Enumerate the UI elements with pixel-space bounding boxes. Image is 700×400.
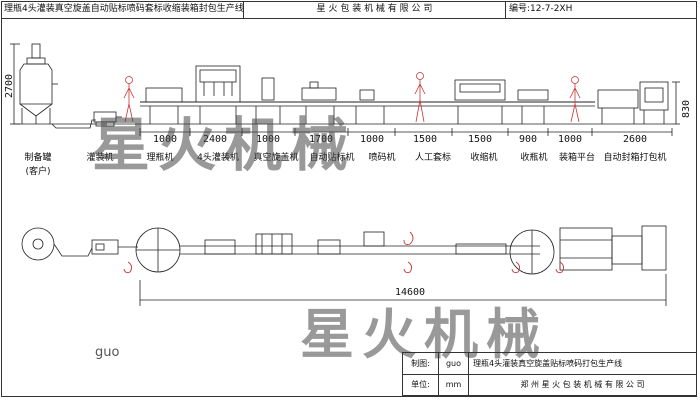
height-dim-tank: 2700: [4, 73, 15, 98]
segment-dim: 1000: [557, 134, 583, 145]
segment-dim: 1500: [467, 134, 493, 145]
machine-label: 4头灌装机: [197, 153, 239, 163]
machine-label: 装箱平台: [558, 153, 595, 163]
segment-dim: 900: [518, 134, 538, 145]
machine-label: 真空旋盖机: [253, 153, 299, 163]
operator-figure: [414, 72, 426, 123]
company-name: 郑 州 星 火 包 装 机 械 有 限 公 司: [520, 380, 645, 389]
plan-total-length: 14600: [394, 287, 426, 298]
segment-dim: 2600: [622, 134, 648, 145]
operator-marker: [123, 261, 133, 274]
segment-dim: 1000: [359, 134, 385, 145]
drafter-note: guo: [95, 345, 120, 360]
operator-marker: [511, 261, 521, 274]
segment-dim: 1000: [152, 134, 178, 145]
operator-marker: [403, 261, 413, 274]
segment-dim: 1700: [308, 134, 334, 145]
title-block: 制图: guo 理瓶4头灌装真空旋盖贴标喷码打包生产线 单位: mm 郑 州 星…: [402, 352, 697, 396]
machine-label: 收瓶机: [520, 153, 548, 163]
operator-marker: [555, 261, 565, 274]
drawn-by-label: 制图:: [403, 353, 439, 374]
operator-figure: [569, 76, 581, 123]
drawing-title: 理瓶4头灌装真空旋盖贴标喷码打包生产线: [473, 359, 623, 368]
drawn-by-value: guo: [439, 353, 469, 374]
machine-label: 收缩机: [470, 153, 498, 163]
operator-marker: [403, 231, 414, 245]
prep-tank: [19, 43, 58, 124]
machine-label: 自动贴标机: [309, 153, 355, 163]
header-title: 理瓶4头灌装真空旋盖自动贴标喷码套标收缩装箱封包生产线: [1, 1, 244, 18]
segment-dim: 2400: [202, 134, 228, 145]
header-drawing-no: 编号:12-7-2XH: [509, 4, 573, 14]
machine-label: (客户): [25, 167, 51, 177]
machine-label: 自动封箱打包机: [603, 153, 667, 163]
machine-label: 制备罐: [24, 153, 52, 163]
machine-label: 理瓶机: [146, 153, 174, 163]
operator-figure: [123, 76, 135, 123]
unit-value: mm: [439, 374, 469, 396]
unit-label: 单位:: [403, 374, 439, 396]
machine-label: 人工套标: [414, 153, 451, 163]
machine-label: 喷码机: [368, 153, 396, 163]
segment-dim: 1000: [255, 134, 281, 145]
header-bar: 理瓶4头灌装真空旋盖自动贴标喷码套标收缩装箱封包生产线 星 火 包 装 机 械 …: [1, 1, 697, 19]
machine-label: 灌装机: [86, 153, 114, 163]
segment-dim: 1500: [412, 134, 438, 145]
header-company: 星 火 包 装 机 械 有 限 公 司: [244, 1, 506, 18]
height-dim-line: 830: [681, 99, 692, 118]
